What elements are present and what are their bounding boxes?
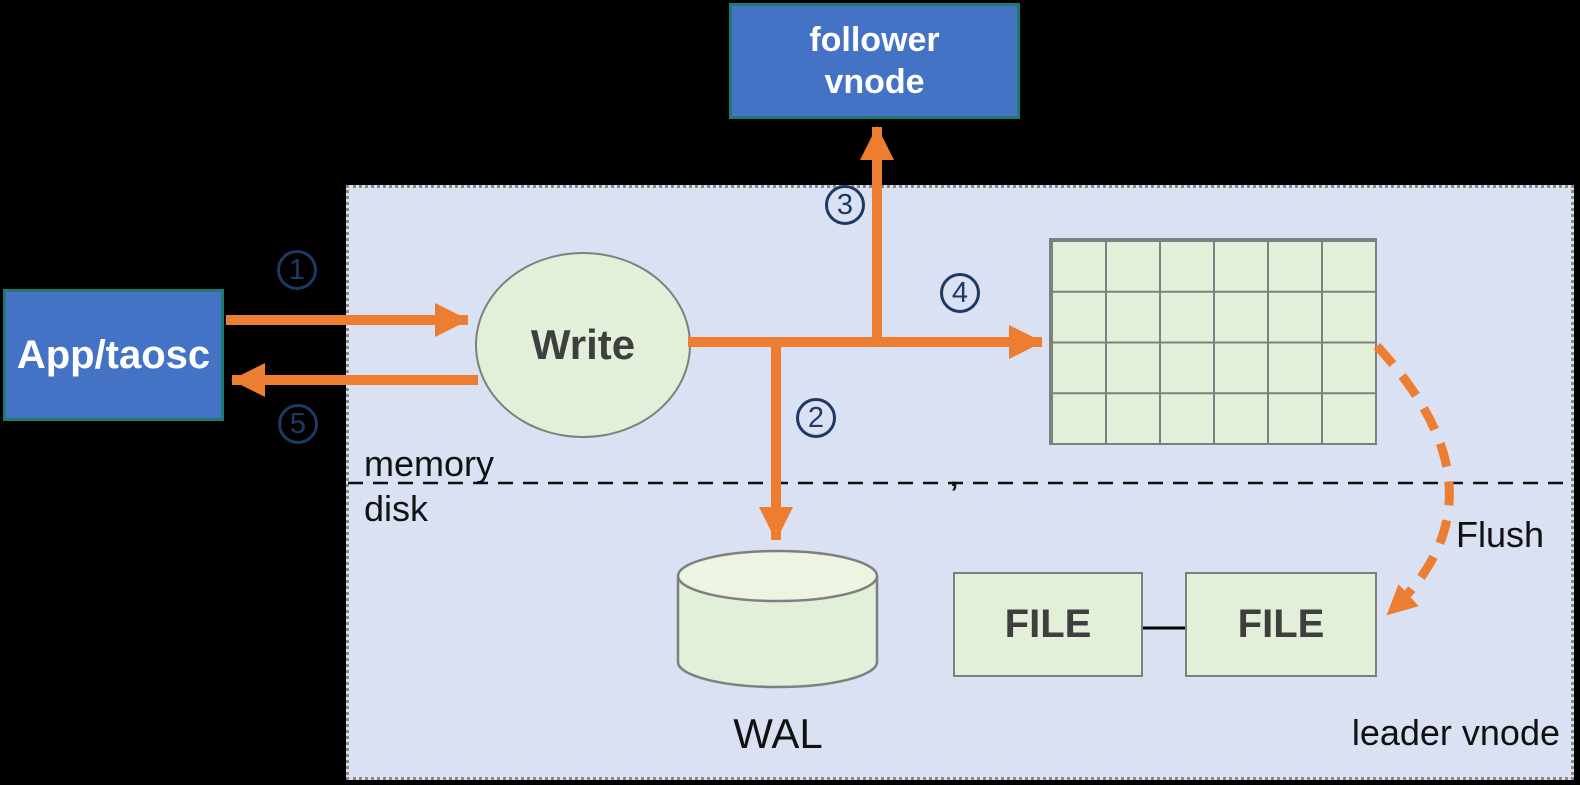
memory-label: memory	[364, 443, 495, 484]
file-node-left: FILE	[953, 572, 1143, 677]
memory-table-grid	[1049, 238, 1377, 445]
step-4-badge: 4	[940, 273, 980, 313]
file-node-right: FILE	[1185, 572, 1377, 677]
app-taosc-node: App/taosc	[3, 289, 224, 421]
step-3-badge: 3	[825, 185, 865, 225]
leader-vnode-label: leader vnode	[1351, 712, 1560, 753]
flush-label: Flush	[1456, 514, 1545, 555]
divider-stray-mark: ,	[950, 460, 959, 493]
file-left-label: FILE	[1004, 602, 1092, 646]
step-1-badge: 1	[277, 250, 317, 290]
step-2-badge: 2	[796, 398, 836, 438]
disk-label: disk	[364, 488, 429, 529]
follower-vnode-node: follower vnode	[729, 3, 1020, 119]
write-process-node: Write	[475, 252, 691, 438]
follower-vnode-label-line2: vnode	[824, 63, 925, 101]
write-label: Write	[530, 321, 636, 368]
step-5-badge: 5	[278, 404, 318, 444]
follower-vnode-label-line1: follower	[809, 21, 940, 59]
app-taosc-label: App/taosc	[16, 332, 211, 377]
file-right-label: FILE	[1237, 602, 1325, 646]
wal-label: WAL	[733, 710, 823, 757]
